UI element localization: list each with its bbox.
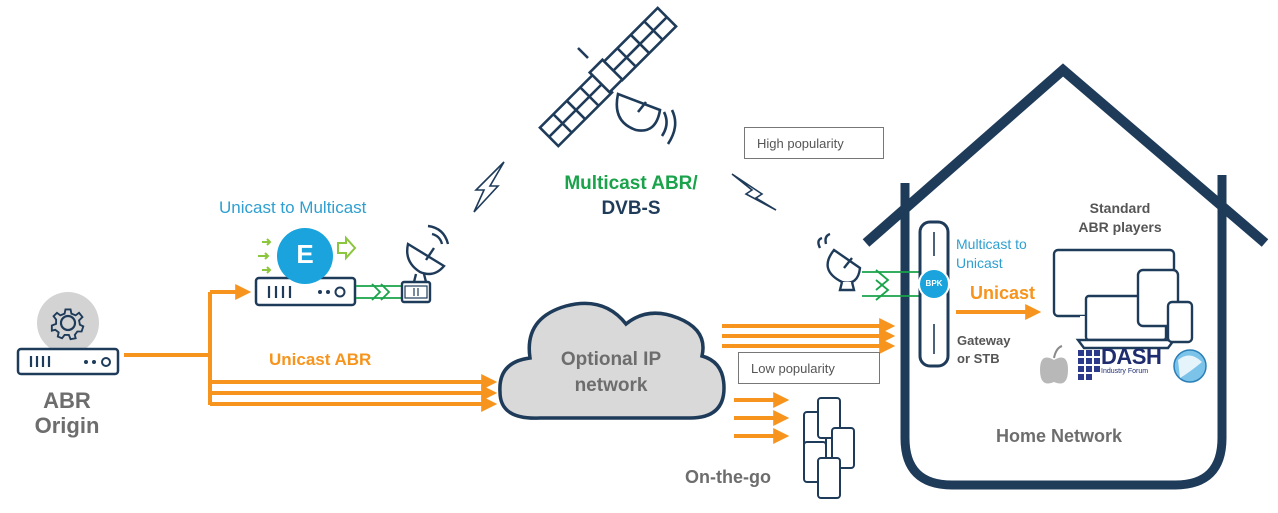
mobile-devices-icon [803,397,855,499]
origin-label: ABR Origin [34,388,100,439]
dash-logo-text: DASH Industry Forum [1101,344,1162,376]
home-network-label: Home Network [996,426,1123,446]
on-the-go-label: On-the-go [685,467,771,487]
gateway-device-icon [918,220,950,368]
high-popularity-box: High popularity [744,127,884,159]
abr-origin-server-icon [16,292,120,376]
lightning-right-icon [731,173,777,211]
ip-network-cloud-icon [498,301,726,420]
satellite-label: Multicast ABR/ DVB-S [564,173,698,219]
encoder-to-dish-link [356,283,402,301]
encoder-badge: E [296,239,314,269]
encoder-label: Unicast to Multicast [219,198,367,217]
apple-logo-icon [1040,345,1068,384]
dish-to-gateway-link [862,269,920,301]
low-popularity-box: Low popularity [738,352,880,384]
house-outline [862,63,1269,490]
unicast-abr-label: Unicast ABR [269,350,372,369]
multicast-to-unicast-label: Multicast to Unicast [956,236,1027,272]
uplink-dish-icon [400,224,450,304]
high-popularity-label: High popularity [757,135,844,151]
satellite-icon [538,6,678,148]
origin-links [124,284,498,412]
cloud-label: Optional IP network [560,349,662,396]
gateway-badge: BPK [925,279,943,288]
player-devices-icon [1052,248,1194,350]
low-popularity-label: Low popularity [751,360,835,376]
players-label: Standard ABR players [1078,200,1162,236]
unicast-label: Unicast [970,283,1036,303]
cloud-to-mobile-links [734,392,790,444]
lightning-left-icon [473,161,505,213]
dash-logo-grid-icon [1078,350,1100,380]
media-player-logo-icon [1173,349,1207,383]
encoder-server-icon [254,228,357,307]
gateway-label: Gateway or STB [957,333,1011,366]
cloud-to-gateway-links [722,318,896,354]
receive-dish-icon [817,232,862,292]
